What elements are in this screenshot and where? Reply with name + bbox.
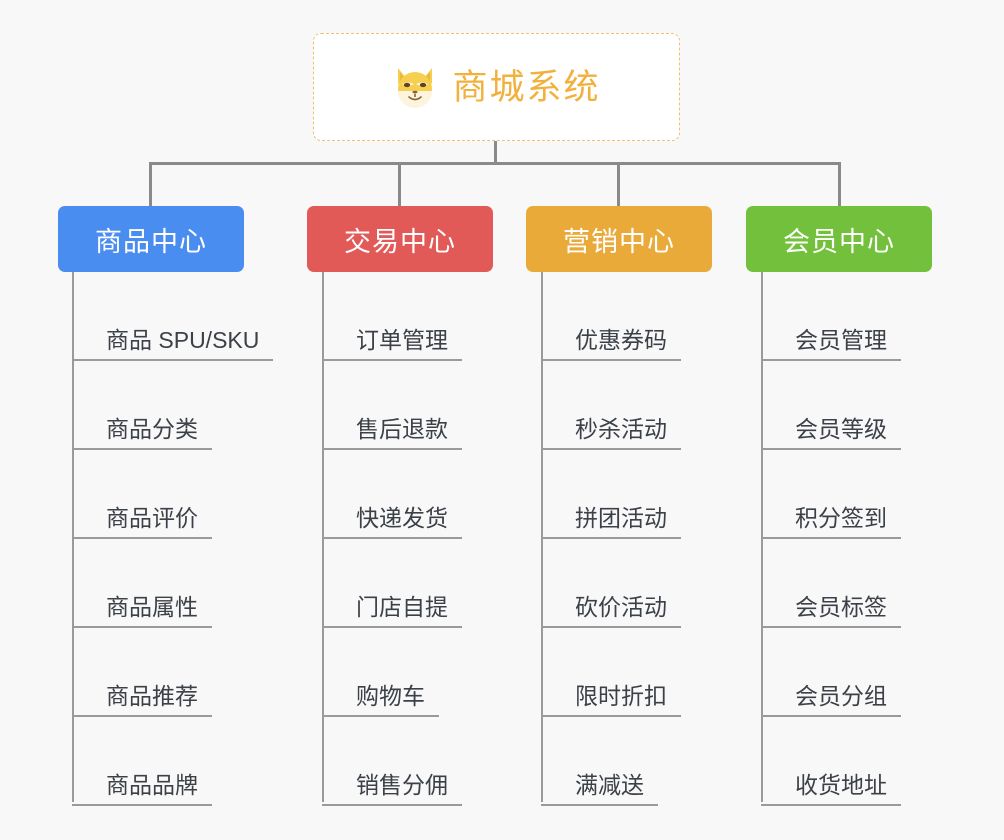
branch-node-0[interactable]: 商品中心 <box>58 206 244 272</box>
leaf-label: 商品属性 <box>72 594 212 628</box>
leaf-item[interactable]: 会员分组 <box>761 628 901 717</box>
leaf-label: 会员分组 <box>761 683 901 717</box>
branch-node-2[interactable]: 营销中心 <box>526 206 712 272</box>
root-title: 商城系统 <box>452 67 601 107</box>
leaf-item[interactable]: 收货地址 <box>761 717 901 806</box>
leaf-item[interactable]: 售后退款 <box>322 361 462 450</box>
leaf-label: 商品 SPU/SKU <box>72 327 274 361</box>
leaf-label: 拼团活动 <box>541 505 681 539</box>
leaf-label: 优惠券码 <box>541 327 681 361</box>
leaf-label: 商品评价 <box>72 505 212 539</box>
leaf-label: 会员等级 <box>761 416 901 450</box>
leaf-item[interactable]: 满减送 <box>541 717 658 806</box>
leaf-item[interactable]: 会员等级 <box>761 361 901 450</box>
leaf-label: 门店自提 <box>322 594 462 628</box>
branch-label-2: 营销中心 <box>563 226 675 257</box>
leaf-label: 销售分佣 <box>322 772 462 806</box>
leaf-label: 积分签到 <box>761 505 901 539</box>
leaf-label: 商品品牌 <box>72 772 212 806</box>
leaf-item[interactable]: 商品分类 <box>72 361 212 450</box>
leaf-label: 订单管理 <box>322 327 462 361</box>
leaf-label: 会员管理 <box>761 327 901 361</box>
leaf-label: 商品推荐 <box>72 683 212 717</box>
leaf-item[interactable]: 拼团活动 <box>541 450 681 539</box>
leaf-item[interactable]: 秒杀活动 <box>541 361 681 450</box>
connector-drop-1 <box>149 162 152 208</box>
branch-label-0: 商品中心 <box>95 226 207 257</box>
leaf-item[interactable]: 砍价活动 <box>541 539 681 628</box>
leaf-label: 快递发货 <box>322 505 462 539</box>
leaf-item[interactable]: 积分签到 <box>761 450 901 539</box>
leaf-label: 砍价活动 <box>541 594 681 628</box>
leaf-item[interactable]: 优惠券码 <box>541 272 681 361</box>
connector-drop-4 <box>838 162 841 208</box>
leaf-item[interactable]: 购物车 <box>322 628 439 717</box>
branch-label-3: 会员中心 <box>783 226 895 257</box>
leaf-item[interactable]: 快递发货 <box>322 450 462 539</box>
leaf-item[interactable]: 门店自提 <box>322 539 462 628</box>
leaf-item[interactable]: 商品推荐 <box>72 628 212 717</box>
leaf-item[interactable]: 商品属性 <box>72 539 212 628</box>
leaf-item[interactable]: 会员管理 <box>761 272 901 361</box>
branch-node-3[interactable]: 会员中心 <box>746 206 932 272</box>
connector-drop-2 <box>398 162 401 208</box>
connector-drop-3 <box>617 162 620 208</box>
leaf-item[interactable]: 销售分佣 <box>322 717 462 806</box>
root-node[interactable]: 商城系统 <box>313 33 680 141</box>
leaf-label: 限时折扣 <box>541 683 681 717</box>
leaf-item[interactable]: 商品 SPU/SKU <box>72 272 274 361</box>
connector-root-stem <box>494 141 497 165</box>
leaf-item[interactable]: 商品品牌 <box>72 717 212 806</box>
branch-label-1: 交易中心 <box>344 226 456 257</box>
connector-horizontal-bar <box>149 162 841 165</box>
leaf-label: 收货地址 <box>761 772 901 806</box>
leaf-item[interactable]: 会员标签 <box>761 539 901 628</box>
leaf-label: 商品分类 <box>72 416 212 450</box>
leaf-item[interactable]: 商品评价 <box>72 450 212 539</box>
shiba-dog-icon <box>392 64 438 110</box>
leaf-label: 秒杀活动 <box>541 416 681 450</box>
leaf-item[interactable]: 限时折扣 <box>541 628 681 717</box>
leaf-label: 购物车 <box>322 683 439 717</box>
leaf-item[interactable]: 订单管理 <box>322 272 462 361</box>
leaf-label: 会员标签 <box>761 594 901 628</box>
leaf-label: 满减送 <box>541 772 658 806</box>
branch-node-1[interactable]: 交易中心 <box>307 206 493 272</box>
leaf-label: 售后退款 <box>322 416 462 450</box>
